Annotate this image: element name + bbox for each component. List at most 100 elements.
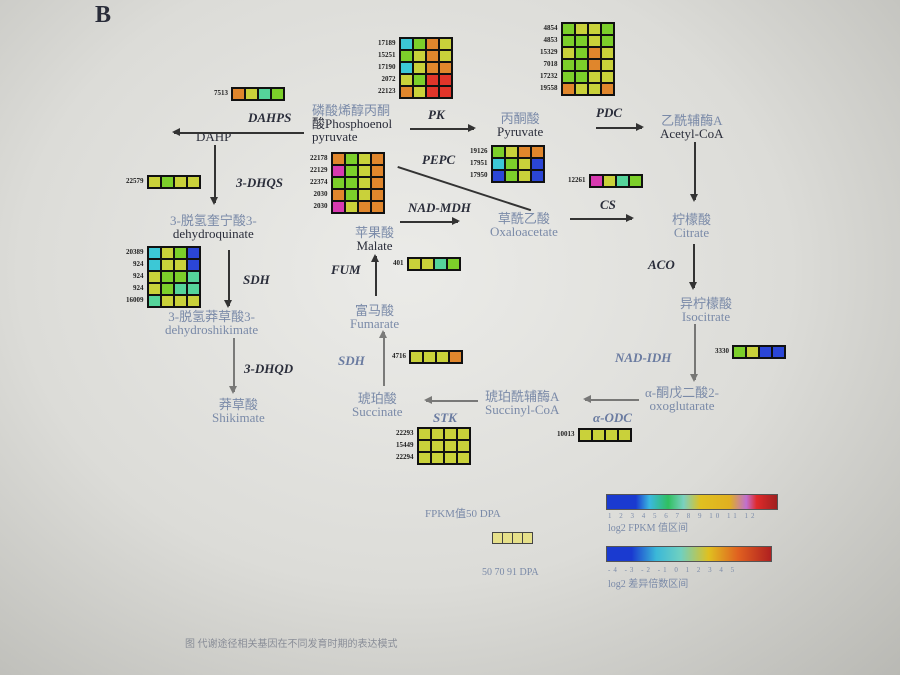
gene-id: 924	[133, 272, 144, 280]
pyruvate-en: Pyruvate	[497, 124, 544, 139]
heatmap-cell	[518, 147, 530, 157]
gene-id: 16009	[126, 296, 144, 304]
oxoglutarate-en: oxoglutarate	[649, 398, 715, 413]
heatmap-cell	[161, 296, 173, 306]
heatmap-grid	[330, 152, 385, 214]
gene-id: 15329	[540, 48, 558, 56]
gene-id: 19558	[540, 84, 558, 92]
heatmap-cell	[418, 453, 430, 463]
panel-label: B	[95, 2, 112, 28]
heatmap-cell	[588, 48, 600, 58]
heatmap-cell	[434, 259, 446, 269]
metabolite-dhs: 3-脱氢莽草酸3-dehydroshikimate	[165, 310, 258, 336]
heatmap-cell	[588, 84, 600, 94]
heatmap-cell	[575, 48, 587, 58]
enzyme-sdh: SDH	[243, 272, 270, 287]
heatmap-cell	[734, 347, 745, 357]
heatmap-cell	[575, 60, 587, 70]
malate-cn: 苹果酸	[355, 225, 395, 240]
metabolite-dhq: 3-脱氢奎宁酸3-dehydroquinate	[170, 214, 257, 240]
heatmap-grid	[406, 257, 461, 271]
gene-id: 10013	[557, 430, 575, 438]
gene-id: 2030	[313, 202, 328, 210]
log2-scale-ticks: -4 -3 -2 -1 0 1 2 3 4 5	[608, 566, 738, 574]
heatmap-grid	[146, 175, 201, 189]
gene-id-list: 401	[393, 257, 404, 269]
heatmap-a-odc: 10013	[557, 428, 632, 442]
heatmap-cell	[603, 176, 615, 186]
heatmap-cs: 12261	[568, 174, 643, 188]
acetylcoa-en: Acetyl-CoA	[660, 126, 724, 141]
heatmap-cell	[450, 352, 461, 362]
heatmap-cell	[590, 176, 602, 186]
enzyme-pk: PK	[428, 107, 445, 122]
gene-id-list: 12261	[568, 174, 586, 186]
heatmap-cell	[358, 166, 370, 176]
arrow-oxoglutarate-succinylcoa	[583, 396, 639, 402]
heatmap-cell	[505, 147, 517, 157]
heatmap-cell	[187, 296, 199, 306]
heatmap-cell	[332, 190, 344, 200]
heatmap-grid	[231, 87, 285, 101]
heatmap-cell	[413, 75, 425, 85]
heatmap-cell	[605, 430, 617, 440]
heatmap-grid	[490, 145, 545, 183]
gene-id: 15251	[378, 51, 396, 59]
heatmap-cell	[505, 171, 517, 181]
heatmap-cell	[148, 177, 160, 187]
heatmap-cell	[562, 36, 574, 46]
gene-id: 22293	[396, 429, 414, 437]
gene-id: 924	[133, 260, 144, 268]
heatmap-cell	[246, 89, 257, 99]
gene-id: 2072	[381, 75, 396, 83]
heatmap-cell	[426, 51, 438, 61]
gene-id: 15449	[396, 441, 414, 449]
heatmap-cell	[431, 453, 443, 463]
heatmap-cell	[629, 176, 641, 186]
gene-id-list: 4716	[392, 350, 406, 362]
arrow-acetylcoa-citrate	[691, 142, 697, 202]
heatmap-cell	[332, 154, 344, 164]
enzyme-pepc: PEPC	[422, 152, 456, 167]
gene-id-list: 3330	[715, 345, 729, 357]
heatmap-cell	[413, 39, 425, 49]
arrow-dhq-dhs	[225, 250, 231, 308]
heatmap-cell	[601, 36, 613, 46]
enzyme-sdh-tca: SDH	[338, 353, 365, 368]
heatmap-cell	[187, 260, 199, 270]
heatmap-cell	[531, 159, 543, 169]
gene-id: 17189	[378, 39, 396, 47]
citrate-cn: 柠檬酸	[672, 212, 712, 227]
heatmap-cell	[601, 60, 613, 70]
heatmap-cell	[345, 178, 357, 188]
heatmap-cell	[447, 259, 459, 269]
fpkm-scale-ticks: 1 2 3 4 5 6 7 8 9 10 11 12	[608, 512, 758, 520]
heatmap-cell	[400, 51, 412, 61]
heatmap-cell	[562, 60, 574, 70]
heatmap-cell	[421, 259, 433, 269]
enzyme-stk: STK	[433, 410, 457, 425]
dhs-cn: 3-脱氢莽草酸3-	[168, 309, 255, 324]
heatmap-cell	[575, 84, 587, 94]
heatmap-cell	[400, 39, 412, 49]
heatmap-cell	[457, 429, 469, 439]
gene-id-list: 10013	[557, 428, 575, 440]
heatmap-grid	[409, 350, 463, 364]
enzyme-a-odc: α-ODC	[593, 410, 632, 425]
heatmap-cell	[174, 272, 186, 282]
heatmap-cell	[161, 272, 173, 282]
heatmap-cell	[760, 347, 771, 357]
pep-cn: 磷酸烯醇丙酮	[312, 103, 391, 118]
heatmap-cell	[426, 75, 438, 85]
heatmap-cell	[747, 347, 758, 357]
heatmap-cell	[413, 87, 425, 97]
